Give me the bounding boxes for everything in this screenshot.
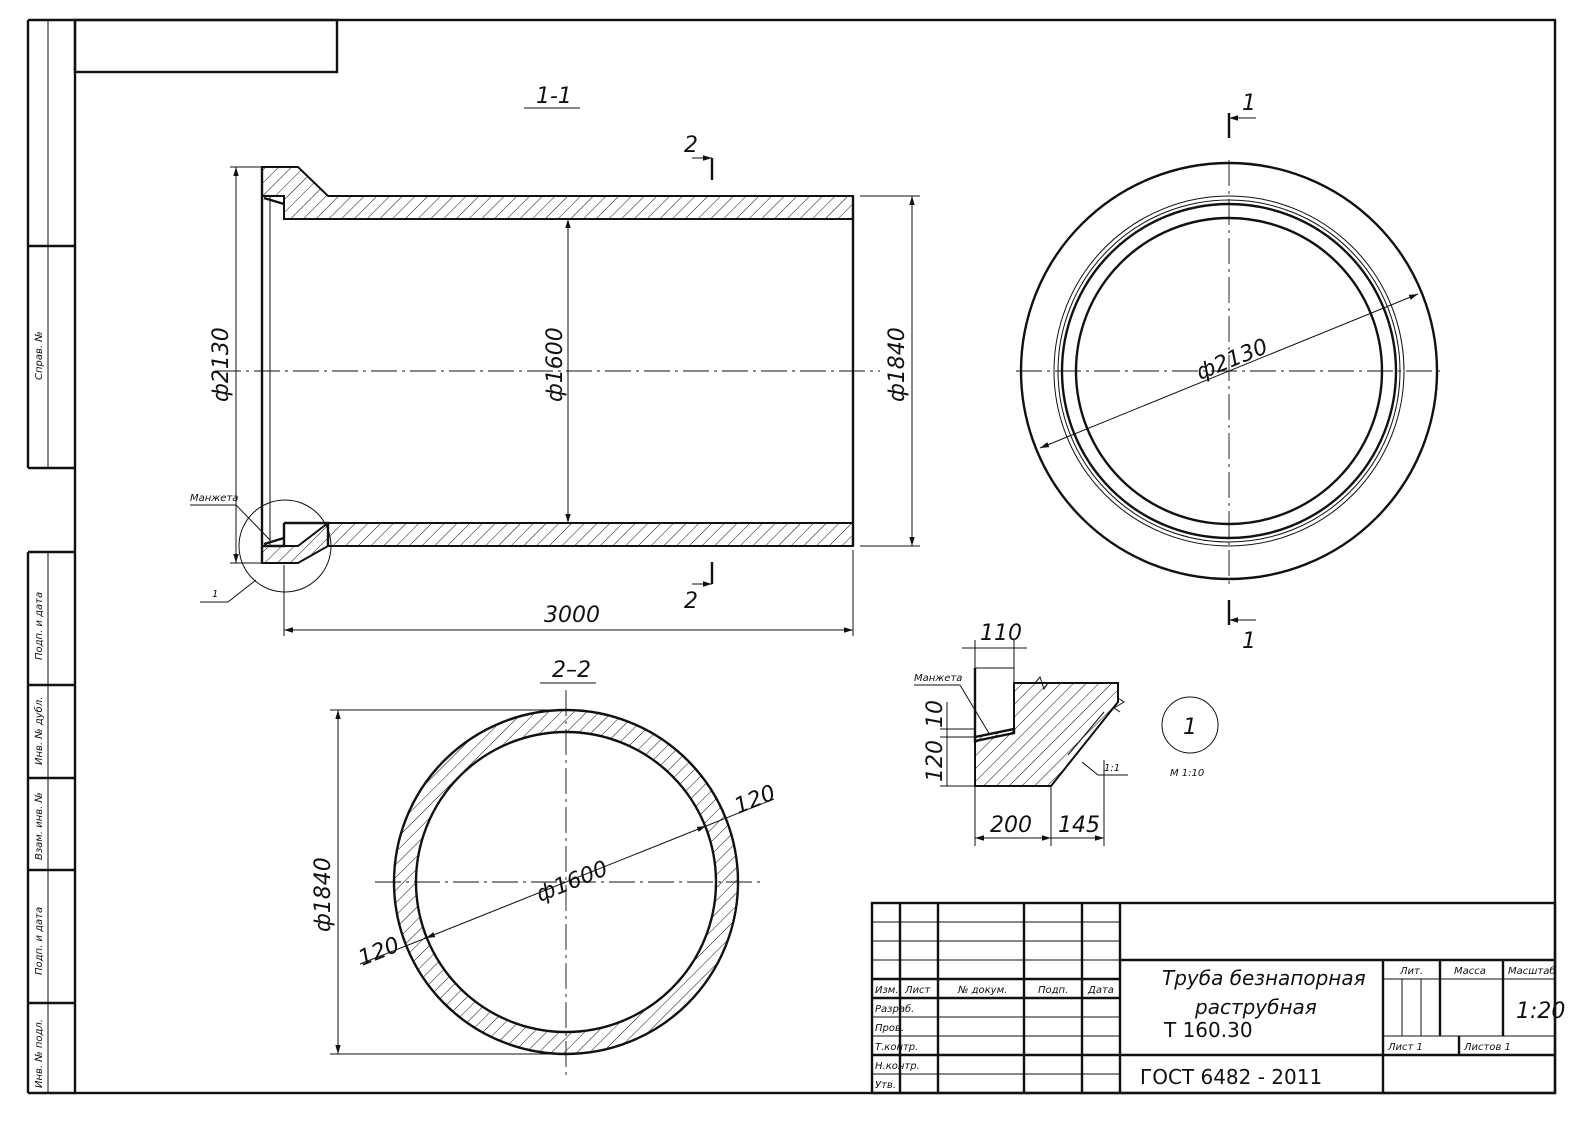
sheet-frame: [73, 18, 1557, 1095]
detail-scale: М 1:10: [1170, 768, 1204, 779]
detail-dim-10: 10: [923, 700, 948, 728]
section-2-2-outer-diameter: ф1840: [311, 857, 336, 932]
section-1-1: 1-1 ф2130 ф1600 ф1840 3000: [190, 84, 920, 636]
tb-row-utv: Утв.: [875, 1080, 896, 1091]
dim-socket-diameter: ф2130: [209, 327, 234, 402]
side-stamp: Справ. № Подп. и дата Инв. № дубл. Взам.…: [26, 18, 75, 1095]
tb-col-data: Дата: [1087, 985, 1114, 996]
detail-node-bubble: [1161, 696, 1219, 754]
section-1-1-label: 1-1: [536, 84, 572, 109]
tb-row-razrab: Разраб.: [875, 1003, 914, 1015]
detail-dim-110: 110: [980, 621, 1022, 646]
tb-list: Лист 1: [1387, 1042, 1423, 1053]
tb-standard: ГОСТ 6482 - 2011: [1140, 1065, 1322, 1089]
tb-massa: Масса: [1454, 966, 1486, 977]
tb-listov: Листов 1: [1463, 1042, 1511, 1053]
detail-1: 110 Манжета 10 120 200 145 1:1 1 М 1:10: [914, 621, 1219, 846]
dim-inner-diameter: ф1600: [543, 327, 568, 402]
detail-node-number: 1: [1183, 715, 1197, 740]
tb-title-line2: раструбная: [1194, 995, 1317, 1019]
detail-1-callout-circle: [238, 499, 332, 593]
tb-lit: Лит.: [1399, 966, 1423, 977]
detail-slope: 1:1: [1104, 763, 1120, 774]
tb-row-nkontr: Н.контр.: [875, 1061, 920, 1072]
cut-1-bottom-label: 1: [1242, 629, 1256, 654]
stamp-inv-podl: Инв. № подл.: [34, 1019, 45, 1088]
tb-col-dokum: № докум.: [957, 985, 1007, 996]
cut-1-top-label: 1: [1242, 91, 1256, 116]
pipe-bottom-wall: [261, 522, 854, 564]
dim-outer-diameter: ф1840: [885, 327, 910, 402]
tb-scale-value: 1:20: [1516, 999, 1565, 1024]
manzheta-callout-left: Манжета: [190, 493, 238, 504]
detail-dim-200: 200: [990, 813, 1032, 838]
stamp-podp-data-2: Подп. и дата: [34, 907, 45, 975]
end-view-diameter: ф2130: [1193, 334, 1272, 385]
tb-col-list: Лист: [904, 985, 932, 996]
section-2-2-label: 2–2: [552, 658, 591, 683]
stamp-inv-dubl: Инв. № дубл.: [33, 697, 45, 765]
stamp-podp-data-1: Подп. и дата: [34, 592, 45, 660]
tb-title-line3: Т 160.30: [1163, 1018, 1253, 1042]
top-left-stamp-box: [73, 18, 339, 74]
title-block: Изм. Лист № докум. Подп. Дата Разраб. Пр…: [870, 901, 1565, 1095]
tb-row-prov: Пров.: [875, 1023, 904, 1034]
tb-row-tkontr: Т.контр.: [875, 1042, 918, 1053]
detail-dim-145: 145: [1058, 813, 1100, 838]
cut-2-top-label: 2: [684, 133, 698, 158]
tb-col-podp: Подп.: [1038, 985, 1068, 996]
end-view: ф2130 1 1: [1016, 91, 1440, 654]
stamp-vzam-inv: Взам. инв. №: [34, 792, 45, 860]
detail-ref-label: 1: [212, 589, 218, 600]
stamp-sprav: Справ. №: [34, 331, 45, 380]
detail-1-body: [974, 682, 1119, 787]
dim-length: 3000: [544, 603, 600, 628]
section-2-2: 2–2 ф1840 ф1600 120 120: [311, 658, 779, 1075]
tb-masshtab: Масштаб: [1508, 965, 1556, 977]
pipe-top-wall: [261, 166, 854, 220]
tb-col-izm: Изм.: [875, 985, 899, 996]
tb-title-line1: Труба безнапорная: [1162, 966, 1366, 990]
manzheta-callout-detail: Манжета: [914, 673, 962, 684]
cut-2-bottom-label: 2: [684, 589, 698, 614]
detail-dim-120: 120: [923, 740, 948, 782]
